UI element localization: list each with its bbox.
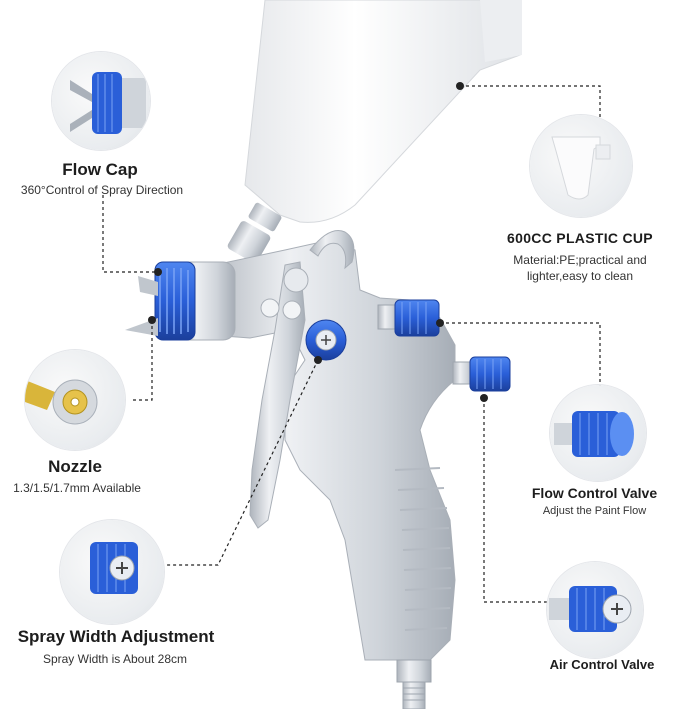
flow-valve-icon <box>554 411 634 457</box>
spray-width-title: Spray Width Adjustment <box>17 627 215 646</box>
cup-fitting <box>227 202 282 263</box>
nozzle-desc: 1.3/1.5/1.7mm Available <box>13 481 141 495</box>
spray-width-detail-circle <box>60 520 164 624</box>
plastic-cup-title: 600CC PLASTIC CUP <box>507 230 653 246</box>
spray-width-icon <box>90 542 138 594</box>
leader-dots <box>148 82 488 402</box>
flow-control-valve-title: Flow Control Valve <box>531 485 658 501</box>
flow-cap-desc: 360°Control of Spray Direction <box>20 183 184 197</box>
air-control-valve-title: Air Control Valve <box>549 657 655 672</box>
plastic-cup-detail-circle <box>530 115 632 217</box>
air-valve-icon <box>549 586 632 632</box>
air-control-valve-detail-circle <box>547 562 643 658</box>
nozzle-icon <box>25 379 98 425</box>
air-control-knob <box>452 356 511 392</box>
nozzle-title: Nozzle <box>48 457 102 476</box>
spray-width-knob <box>305 319 347 361</box>
flow-cap-icon <box>70 72 146 134</box>
flow-control-knob <box>377 299 440 337</box>
nozzle-detail-circle <box>25 350 125 450</box>
flow-control-valve-detail-circle <box>550 385 646 481</box>
flow-cap-detail-circle <box>52 52 150 150</box>
gun-body <box>199 230 456 709</box>
flow-cap-title: Flow Cap <box>62 160 138 179</box>
gun-head <box>125 261 236 341</box>
flow-control-valve-desc: Adjust the Paint Flow <box>542 505 647 517</box>
spray-width-desc: Spray Width is About 28cm <box>42 652 188 666</box>
cup-icon <box>551 136 611 200</box>
plastic-cup-desc-line1: Material:PE;practical and <box>513 253 647 267</box>
leader-lines <box>102 85 601 603</box>
paint-cup <box>244 0 522 223</box>
plastic-cup-desc-line2: lighter,easy to clean <box>526 269 634 283</box>
